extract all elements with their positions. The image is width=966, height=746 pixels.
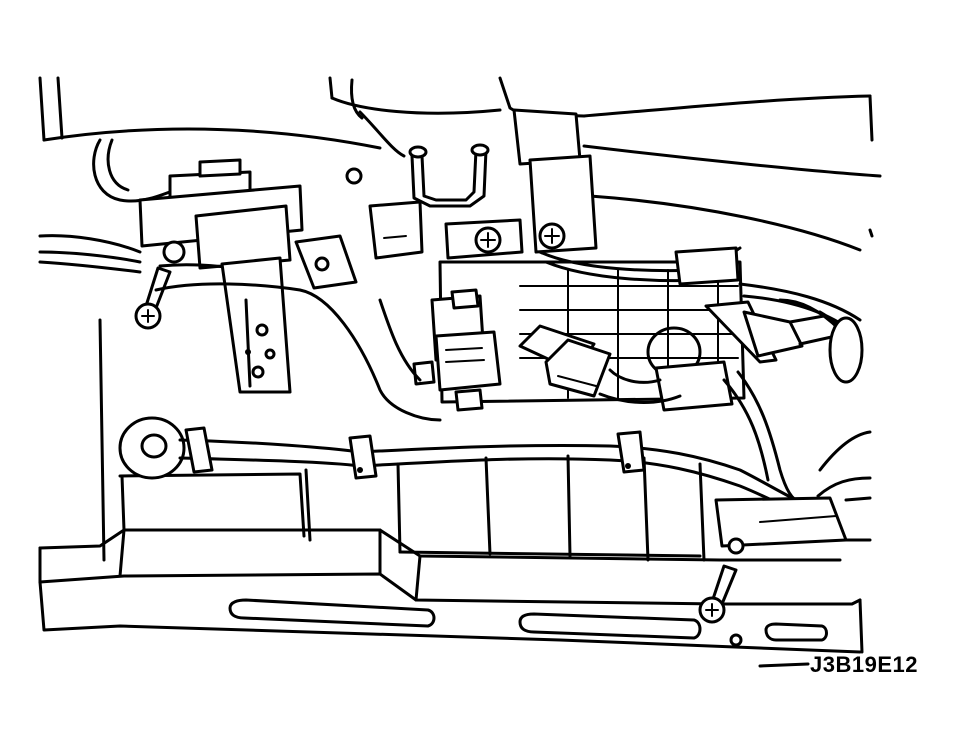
- left-wiring-harness: [38, 138, 182, 274]
- figure-id-label: J3B19E12: [810, 652, 918, 677]
- lower-bolt: [698, 537, 745, 624]
- cable-with-clips: [118, 416, 802, 514]
- bottom-cross-member: [38, 528, 864, 668]
- column-bracket: [444, 108, 598, 260]
- relays: [518, 324, 612, 398]
- left-bolt: [134, 240, 186, 330]
- left-connector: [412, 288, 502, 412]
- right-connectors: [598, 298, 864, 412]
- left-mounting-bracket: [138, 158, 304, 394]
- upper-dash-structure: [38, 76, 882, 252]
- right-structure: [722, 370, 872, 504]
- lower-right-bracket: [714, 496, 872, 548]
- center-wiring: [294, 110, 490, 290]
- duct-body: [98, 282, 706, 562]
